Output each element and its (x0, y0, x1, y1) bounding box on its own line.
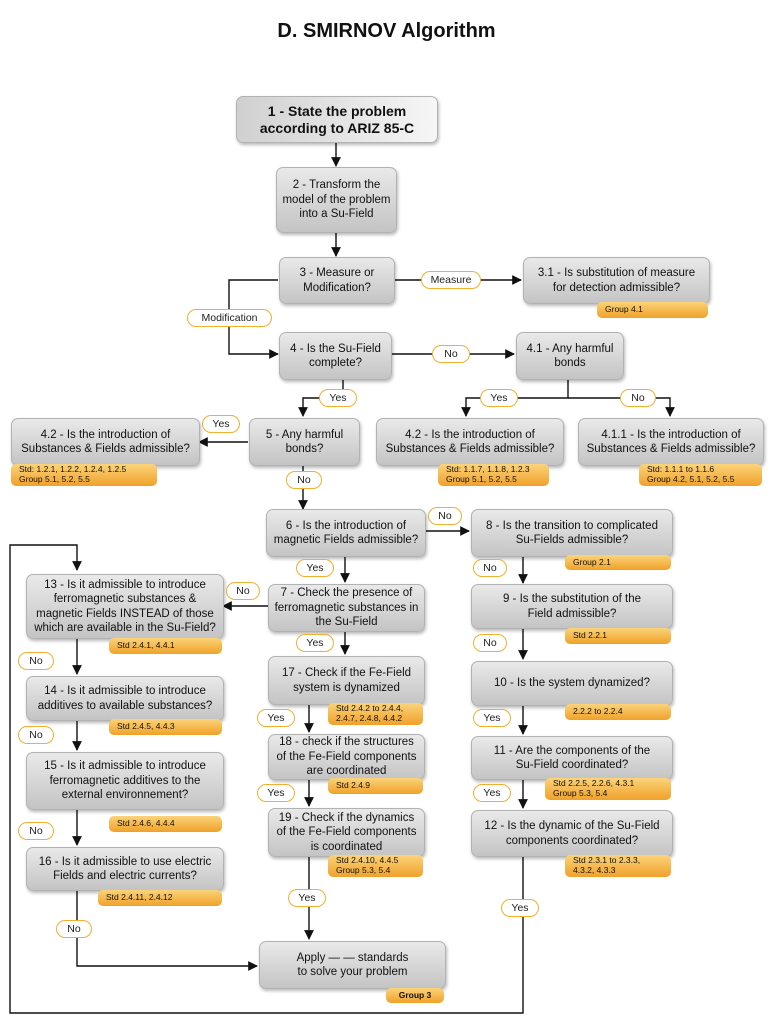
label-no-15: No (18, 822, 54, 840)
label-measure: Measure (421, 271, 481, 289)
tag-std-10: 2.2.2 to 2.2.4 (565, 704, 671, 720)
step-13-ferromagnetic-instead: 13 - Is it admissible to introduce ferro… (26, 574, 224, 639)
label-no-4: No (432, 345, 470, 363)
label-yes-12: Yes (501, 899, 539, 917)
label-yes-18: Yes (257, 784, 295, 802)
step-2-transform-model: 2 - Transform the model of the problem i… (276, 167, 397, 233)
tag-std-14: Std 2.4.5, 4.4.3 (109, 719, 222, 735)
tag-group-3: Group 3 (386, 988, 444, 1003)
tag-std-12: Std 2.3.1 to 2.3.3, 4.3.2, 4.3.3 (565, 855, 671, 877)
arrow-12-loop (9, 544, 524, 1014)
tag-std-15: Std 2.4.6, 4.4.4 (109, 816, 222, 832)
tag-std-13: Std 2.4.1, 4.4.1 (109, 638, 222, 654)
tag-std-19: Std 2.4.10, 4.4.5 Group 5.3, 5.4 (328, 855, 423, 877)
step-6-magnetic-fields: 6 - Is the introduction of magnetic Fiel… (266, 509, 426, 557)
label-no-13: No (18, 652, 54, 670)
arrow-16-apply (76, 889, 258, 971)
step-16-electric-fields: 16 - Is it admissible to use electric Fi… (26, 847, 224, 891)
step-9-substitution-of-field: 9 - Is the substitution of the Field adm… (471, 584, 673, 629)
step-3-1-substitution-of-measure: 3.1 - Is substitution of measure for det… (523, 257, 710, 304)
label-yes-19: Yes (288, 889, 326, 907)
tag-std-4-1-1: Std: 1.1.1 to 1.1.6 Group 4.2, 5.1, 5.2,… (639, 464, 762, 486)
label-yes-10: Yes (473, 709, 511, 727)
tag-std-4-2-mid: Std: 1.1.7, 1.1.8, 1.2.3 Group 5.1, 5.2,… (438, 464, 549, 486)
label-yes-6: Yes (296, 559, 334, 577)
label-no-9: No (473, 634, 507, 652)
label-no-5: No (286, 471, 322, 489)
label-yes-11: Yes (473, 784, 511, 802)
tag-group-2-1: Group 2.1 (565, 555, 671, 570)
step-11-components-coordinated: 11 - Are the components of the Su-Field … (471, 736, 673, 780)
step-8-complicated-su-fields: 8 - Is the transition to complicated Su-… (471, 509, 673, 557)
step-7-ferromagnetic-presence: 7 - Check the presence of ferromagnetic … (268, 584, 425, 632)
tag-std-17: Std 2.4.2 to 2.4.4, 2.4.7, 2.4.8, 4.4.2 (328, 703, 423, 725)
tag-std-16: Std 2.4.11, 2.4.12 (98, 890, 222, 906)
diagram-title: D. SMIRNOV Algorithm (277, 20, 496, 42)
label-no-41: No (620, 389, 656, 407)
step-12-dynamic-coordinated: 12 - Is the dynamic of the Su-Field comp… (471, 810, 673, 857)
label-no-16: No (56, 920, 92, 938)
label-yes-17: Yes (257, 709, 295, 727)
arrow-41-411 (568, 397, 675, 417)
step-17-fe-field-dynamized: 17 - Check if the Fe-Field system is dyn… (268, 656, 425, 705)
label-yes-5: Yes (202, 415, 240, 433)
label-no-7: No (226, 582, 260, 600)
step-4-su-field-complete: 4 - Is the Su-Field complete? (279, 332, 392, 380)
step-19-dynamics-coordinated: 19 - Check if the dynamics of the Fe-Fie… (268, 808, 425, 857)
step-4-2-introduction-left: 4.2 - Is the introduction of Substances … (11, 418, 200, 466)
step-15-ferromagnetic-additives: 15 - Is it admissible to introduce ferro… (26, 752, 224, 810)
step-14-additives: 14 - Is it admissible to introduce addit… (26, 676, 224, 721)
apply-standards: Apply — — standards to solve your proble… (259, 941, 446, 989)
tag-std-4-2-left: Std: 1.2.1, 1.2.2, 1.2.4, 1.2.5 Group 5.… (11, 464, 157, 486)
step-4-1-harmful-bonds: 4.1 - Any harmful bonds (516, 332, 624, 380)
tag-group-4-1: Group 4.1 (597, 302, 708, 318)
label-modification: Modification (187, 309, 272, 327)
step-4-1-1-introduction: 4.1.1 - Is the introduction of Substance… (578, 418, 764, 466)
tag-std-18: Std 2.4.9 (328, 778, 423, 794)
label-no-14: No (18, 726, 54, 744)
label-yes-41: Yes (480, 389, 518, 407)
step-1-state-problem: 1 - State the problem according to ARIZ … (236, 96, 438, 143)
label-yes-7: Yes (296, 634, 334, 652)
tag-std-11: Std 2.2.5, 2.2.6, 4.3.1 Group 5.3, 5.4 (545, 778, 671, 800)
tag-std-2-2-1: Std 2.2.1 (565, 628, 671, 644)
label-no-6: No (428, 507, 462, 525)
step-4-2-introduction-mid: 4.2 - Is the introduction of Substances … (376, 418, 564, 466)
label-no-8: No (473, 559, 507, 577)
step-5-harmful-bonds: 5 - Any harmful bonds? (249, 418, 360, 466)
label-yes-4: Yes (319, 389, 357, 407)
step-10-system-dynamized: 10 - Is the system dynamized? (471, 661, 673, 706)
step-18-structures-coordinated: 18 - check if the structures of the Fe-F… (268, 734, 425, 780)
step-3-measure-or-modification: 3 - Measure or Modification? (279, 257, 395, 304)
